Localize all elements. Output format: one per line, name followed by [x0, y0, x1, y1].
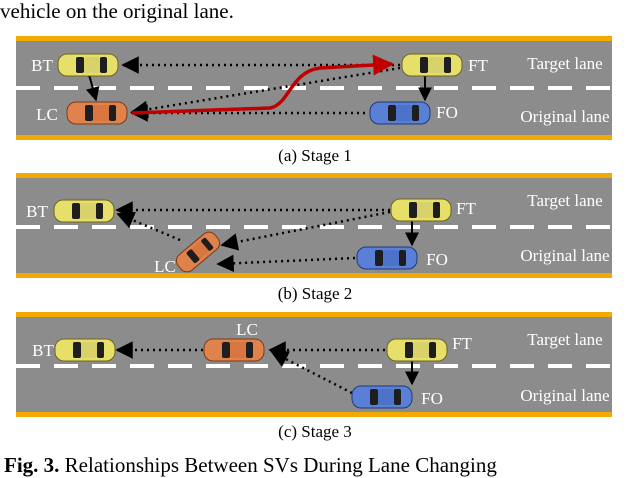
caption-a: (a) Stage 1: [278, 146, 352, 165]
panel-c: Target lane Original lane BT LC FT: [16, 312, 612, 441]
car-lc: [66, 101, 128, 125]
label-lc: LC: [36, 105, 58, 124]
label-bt: BT: [26, 202, 48, 221]
panel-b: Target lane Original lane BT FT: [16, 173, 612, 303]
caption-c: (c) Stage 3: [278, 422, 352, 441]
target-lane-label: Target lane: [527, 191, 602, 210]
arrow-bt-lc: [79, 64, 100, 102]
target-lane-label: Target lane: [527, 54, 602, 73]
label-ft: FT: [452, 334, 472, 353]
car-fo: [369, 101, 431, 125]
text-above: vehicle on the original lane.: [0, 0, 234, 23]
original-lane-label: Original lane: [520, 107, 609, 126]
label-lc: LC: [154, 257, 176, 276]
label-fo: FO: [421, 389, 443, 408]
label-fo: FO: [426, 250, 448, 269]
car-ft: [401, 53, 463, 77]
caption-prefix: Fig. 3.: [4, 453, 60, 477]
car-ft: [386, 338, 448, 362]
label-bt: BT: [32, 341, 54, 360]
label-lc: LC: [236, 320, 258, 339]
car-bt: [53, 199, 115, 223]
car-ft: [390, 198, 452, 222]
target-lane-label: Target lane: [527, 330, 602, 349]
figure-caption: Fig. 3. Relationships Between SVs During…: [4, 452, 497, 478]
label-bt: BT: [31, 56, 53, 75]
car-bt: [57, 53, 119, 77]
caption-b: (b) Stage 2: [278, 284, 353, 303]
lane-change-trajectory: [131, 54, 395, 115]
label-ft: FT: [468, 56, 488, 75]
caption-text: Relationships Between SVs During Lane Ch…: [64, 453, 497, 477]
panel-a: Target lane Original lane: [16, 36, 612, 165]
car-fo: [356, 246, 418, 270]
car-bt: [54, 338, 116, 362]
label-fo: FO: [436, 103, 458, 122]
label-ft: FT: [456, 199, 476, 218]
car-lc: [203, 338, 265, 362]
car-lc: [175, 231, 221, 273]
original-lane-label: Original lane: [520, 246, 609, 265]
car-fo: [351, 385, 413, 409]
arrow-ft-lc: [220, 210, 391, 251]
original-lane-label: Original lane: [520, 386, 609, 405]
arrow-fo-lc: [216, 254, 356, 273]
